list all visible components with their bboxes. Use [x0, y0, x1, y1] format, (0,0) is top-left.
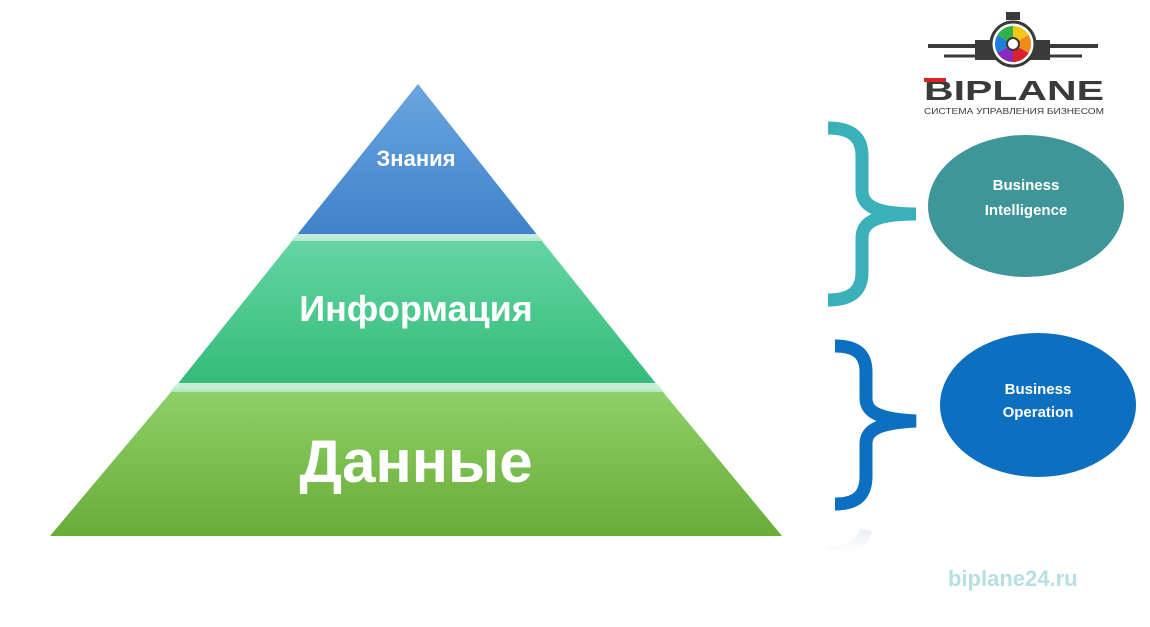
logo-tagline: СИСТЕМА УПРАВЛЕНИЯ БИЗНЕСОМ [924, 107, 1104, 116]
footer-url[interactable]: biplane24.ru [948, 566, 1078, 591]
curly-brace-intelligence [827, 121, 917, 307]
logo-name: BIPLANE [924, 75, 1104, 106]
node-business-intelligence [928, 135, 1124, 277]
node-label-line2: Intelligence [985, 202, 1068, 219]
brace-reflection [825, 528, 872, 558]
node-label-line2: Operation [1003, 404, 1074, 421]
pyramid-label-data: Данные [299, 428, 532, 495]
pyramid-separator [170, 383, 664, 392]
biplane-logo: BIPLANE СИСТЕМА УПРАВЛЕНИЯ БИЗНЕСОМ [924, 12, 1104, 116]
pyramid-separator [291, 234, 543, 241]
node-label-line1: Business [1005, 381, 1072, 398]
pyramid-level-knowledge [296, 84, 538, 236]
pyramid-label-knowledge: Знания [377, 146, 456, 171]
pyramid-label-information: Информация [299, 288, 533, 329]
node-business-operation [940, 333, 1136, 477]
node-label-line1: Business [993, 177, 1060, 194]
pyramid-level-data [50, 386, 782, 536]
pyramid-level-information [176, 236, 658, 386]
curly-brace-operation [834, 339, 917, 511]
